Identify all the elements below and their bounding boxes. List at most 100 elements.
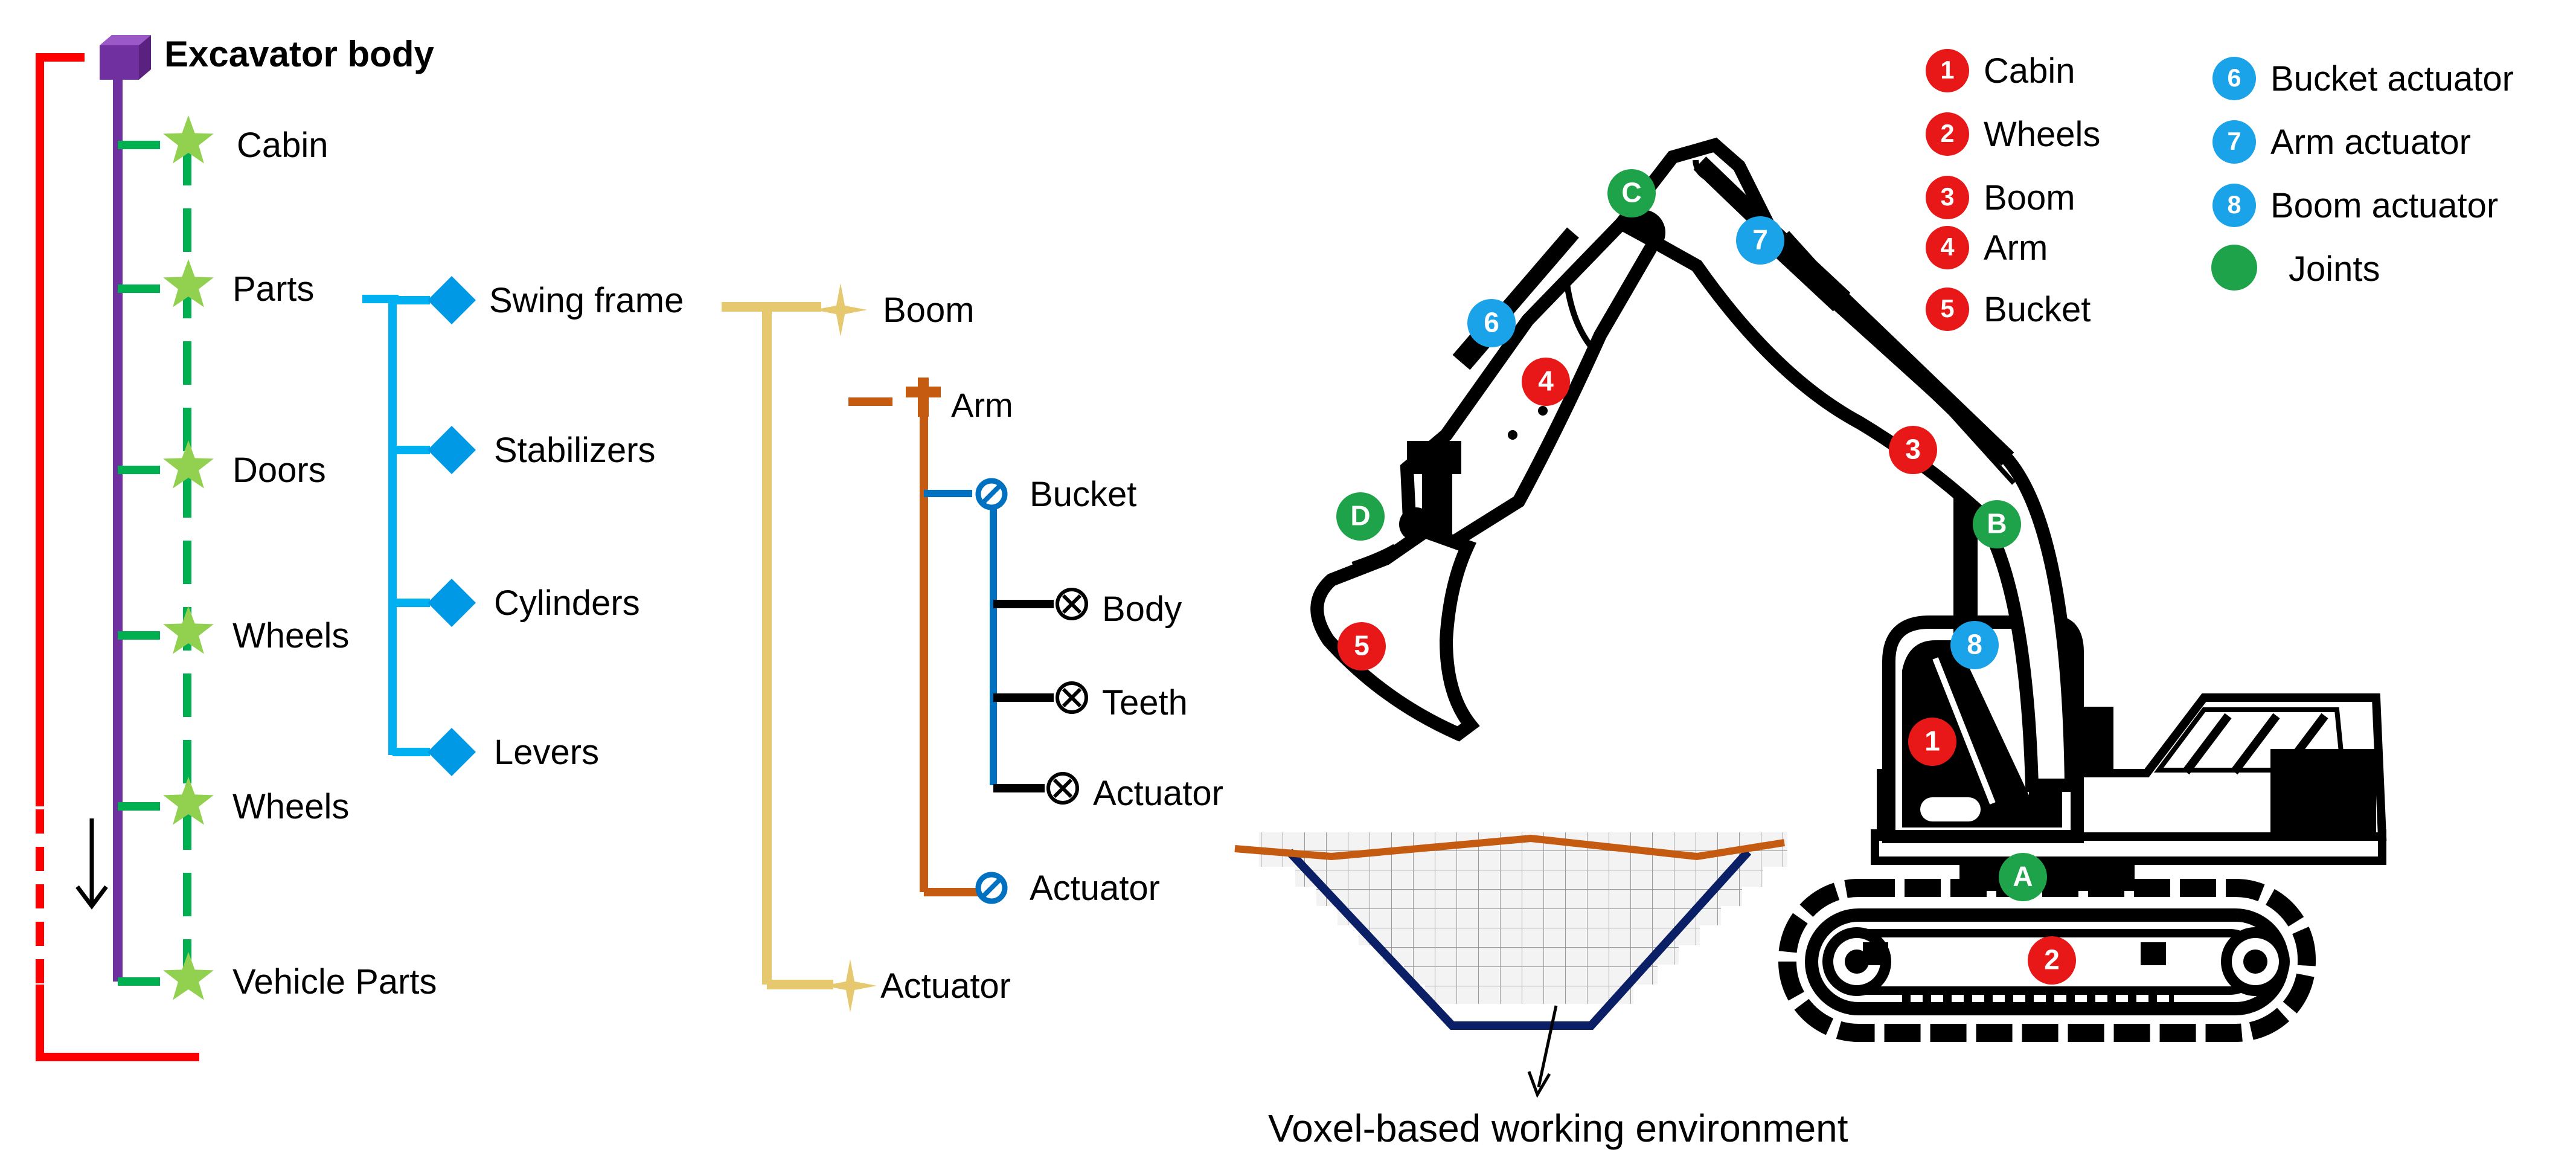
arm-bracket [848, 397, 978, 896]
legend-marker-text: 4 [1940, 233, 1954, 261]
legend-label: Boom actuator [2270, 186, 2498, 225]
actuator-marker-text: 8 [1967, 628, 1982, 660]
parts-bracket [362, 295, 399, 755]
legend-label: Arm actuator [2270, 123, 2471, 162]
tree-node-label: Cabin [237, 126, 328, 165]
part-marker: 3 [1889, 426, 1937, 474]
joint-marker: C [1607, 169, 1656, 217]
tree-node-label: Wheels [232, 787, 349, 826]
tree-node-label: Actuator [880, 966, 1011, 1006]
actuator-marker-text: 7 [1752, 223, 1768, 255]
tree-node-level1: Cabin [118, 115, 328, 165]
actuator-marker: 8 [1950, 621, 1999, 669]
joint-marker-text: A [2013, 860, 2033, 892]
legend-label: Joints [2289, 249, 2380, 289]
diamond-icon [428, 728, 476, 776]
bucket-bracket [924, 490, 997, 785]
star-icon [163, 115, 214, 164]
part-marker-text: 2 [2044, 943, 2060, 975]
tree-node-level1: Wheels [118, 606, 349, 655]
environment-caption: Voxel-based working environment [1268, 1107, 1848, 1150]
caption-arrow [1527, 1005, 1558, 1098]
joint-marker-text: D [1350, 500, 1370, 531]
diamond-icon [428, 426, 476, 474]
tree-node-label: Actuator [1030, 869, 1160, 908]
legend-label: Cabin [1984, 51, 2075, 91]
tree-node-level1: Parts [118, 259, 314, 309]
down-arrow-icon [75, 818, 108, 910]
legend-marker: 7 [2212, 120, 2256, 164]
tree-node-level1: Doors [118, 440, 326, 490]
legend-marker-text: 8 [2227, 191, 2241, 219]
tree-node-arm-child: Bucket [975, 475, 1136, 514]
legend-label: Boom [1984, 178, 2075, 217]
tree-node-parts-child: Levers [392, 728, 599, 776]
joint-legend-dot [2211, 245, 2257, 291]
hierarchy-tree: Excavator body CabinPartsDoorsWheelsWhee… [36, 34, 1223, 1061]
legend-marker: 1 [1926, 49, 1969, 92]
legend-marker: 4 [1926, 226, 1969, 269]
root-label: Excavator body [164, 34, 434, 74]
tree-node-label: Body [1102, 590, 1182, 629]
star-icon [163, 440, 214, 489]
legend-marker-text: 5 [1940, 295, 1954, 323]
star-icon [163, 952, 214, 1000]
bucket-cylinder [1399, 227, 1579, 541]
voxel-environment: Voxel-based working environment [1234, 832, 1848, 1150]
part-marker: 2 [2028, 936, 2076, 985]
arm-label: Arm [951, 386, 1013, 424]
tree-node-parts-child: Stabilizers [392, 426, 656, 474]
legend-marker-text: 1 [1940, 56, 1954, 84]
part-marker-text: 4 [1538, 365, 1554, 396]
legend-marker-text: 2 [1940, 120, 1954, 147]
tree-node-label: Teeth [1102, 683, 1188, 722]
legend-label: Arm [1984, 228, 2048, 268]
part-marker-text: 5 [1354, 629, 1370, 661]
joint-marker-text: B [1987, 507, 2007, 539]
tree-node-swing-child: Actuator [824, 959, 1011, 1012]
tree-node-label: Doors [232, 451, 326, 490]
part-marker: 5 [1338, 622, 1386, 670]
joint-marker: D [1336, 492, 1385, 541]
legend-marker: 8 [2212, 184, 2256, 227]
tree-node-level1: Vehicle Parts [118, 952, 437, 1001]
pit-side-edge [1286, 849, 1752, 1030]
tree-node-parts-child: Swing frame [392, 276, 684, 324]
tree-node-swing-child: Boom [814, 283, 975, 336]
tree-node-bucket-child: Actuator [993, 772, 1223, 813]
part-marker: 4 [1522, 358, 1570, 406]
part-marker-text: 3 [1905, 433, 1921, 464]
actuator-marker: 6 [1467, 299, 1516, 347]
legend-label: Bucket actuator [2270, 59, 2514, 98]
diamond-icon [428, 579, 476, 627]
joint-marker: B [1973, 500, 2021, 548]
actuator-marker-text: 6 [1484, 306, 1499, 338]
sparkle-icon [814, 283, 867, 336]
tree-node-label: Stabilizers [494, 431, 656, 470]
tree-node-arm-child: Actuator [975, 869, 1160, 908]
arm-cross-icon [906, 378, 941, 417]
tree-node-label: Cylinders [494, 583, 640, 623]
tree-node-bucket-child: Body [993, 588, 1182, 629]
legend-marker: 5 [1926, 288, 1969, 331]
legend-marker-text: 3 [1940, 183, 1954, 211]
legend-marker: 6 [2212, 57, 2256, 100]
star-icon [163, 606, 214, 654]
tree-node-label: Actuator [1093, 774, 1223, 813]
tree-node-parts-child: Cylinders [392, 579, 640, 627]
tree-node-level1: Wheels [118, 777, 349, 826]
legend-marker: 3 [1926, 176, 1969, 219]
tree-node-label: Vehicle Parts [232, 962, 437, 1001]
tree-node-label: Wheels [232, 616, 349, 655]
actuator-marker: 7 [1736, 216, 1784, 265]
excavator-illustration: 1 2 3 4 5 6 7 8A B C D [1310, 137, 2387, 1042]
legend-label: Bucket [1984, 290, 2091, 329]
sparkle-icon [824, 959, 877, 1012]
legend-marker-text: 6 [2227, 64, 2241, 92]
part-marker-text: 1 [1924, 725, 1940, 756]
tree-node-bucket-child: Teeth [993, 681, 1188, 722]
terrain-surface [1234, 834, 1785, 861]
